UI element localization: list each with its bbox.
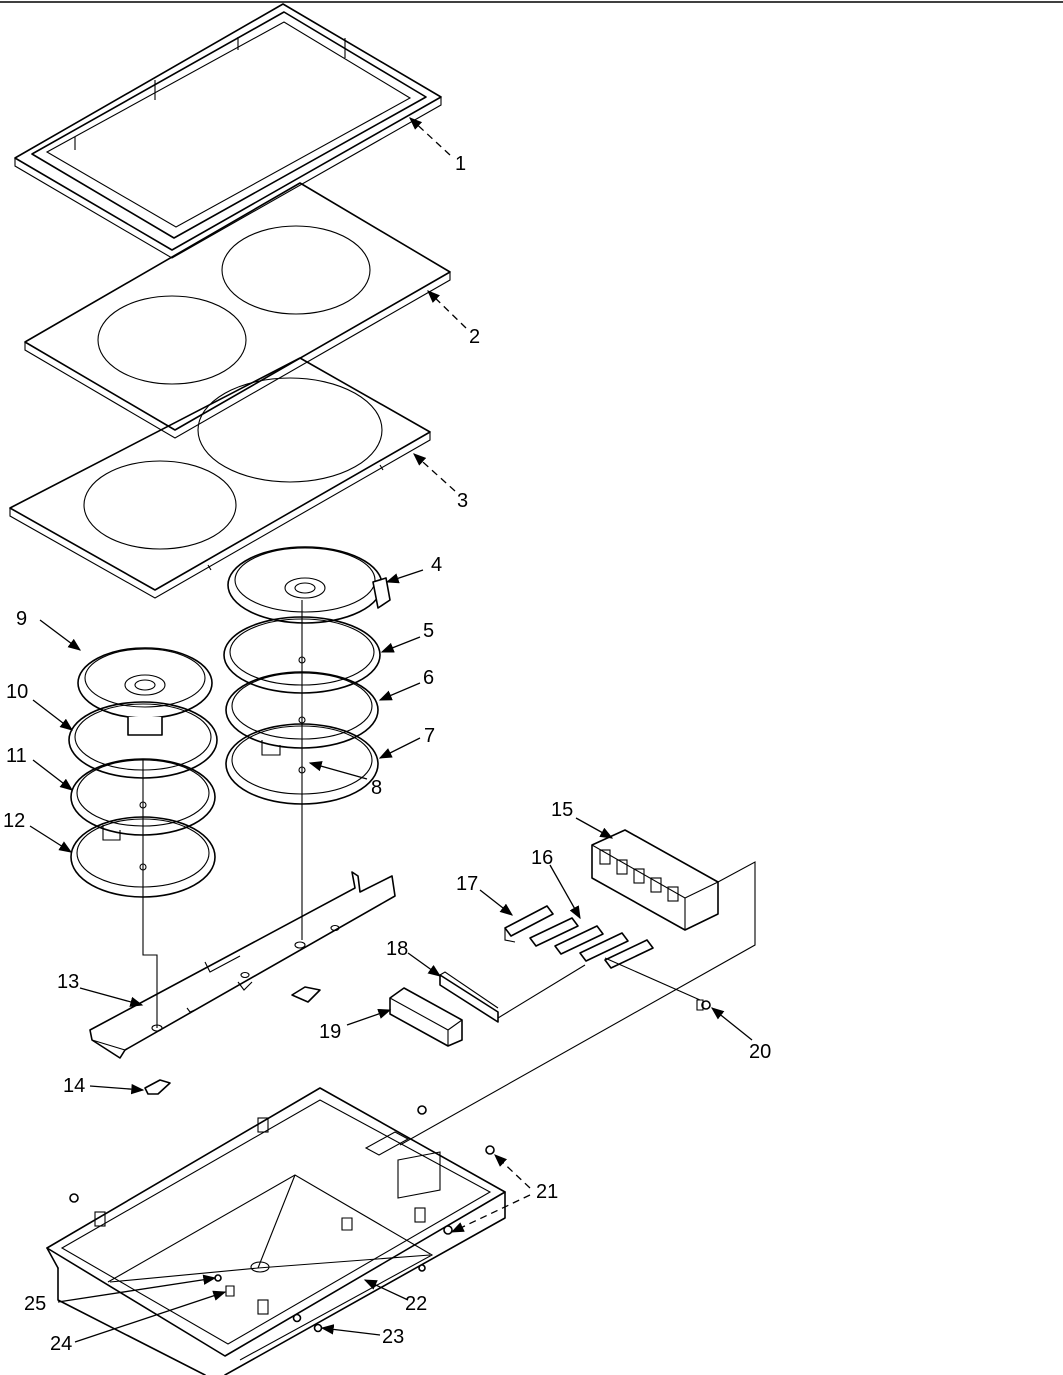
- callout-24: 24: [50, 1333, 72, 1355]
- callout-8: 8: [371, 777, 382, 799]
- part-1-trim-frame: [14, 3, 442, 259]
- part-2-glass-cooktop: [24, 182, 451, 439]
- part-14-clip: [144, 1079, 171, 1095]
- callout-6: 6: [423, 667, 434, 689]
- part-3-insulation-plate: [9, 357, 431, 599]
- callout-7: 7: [424, 725, 435, 747]
- callout-17: 17: [456, 873, 478, 895]
- part-9-left-burner-element: [77, 647, 213, 736]
- callout-11: 11: [6, 745, 27, 767]
- callout-16: 16: [531, 847, 553, 869]
- callout-2: 2: [469, 326, 480, 348]
- callout-21: 21: [536, 1181, 558, 1203]
- callout-13: 13: [57, 971, 79, 993]
- left-burner-centerline: [142, 760, 158, 1028]
- part-16-terminal-connectors: [529, 917, 654, 969]
- part-14-clip-b: [291, 986, 321, 1003]
- part-24-clip: [225, 1217, 353, 1297]
- part-25-screw: [214, 1264, 426, 1282]
- callout-20: 20: [749, 1041, 771, 1063]
- callout-9: 9: [16, 608, 27, 630]
- part-4-right-burner-element: [227, 546, 391, 624]
- callout-labels: 1 2 3 4 5 6 7 8 9 10 11 12 13 14 15 16 1…: [3, 153, 771, 1355]
- part-22-bottom-box: [46, 1087, 506, 1375]
- callout-1: 1: [455, 153, 466, 175]
- part-13-support-bracket: [89, 871, 396, 1059]
- callout-3: 3: [457, 490, 468, 512]
- assembly-lines: [399, 861, 756, 1146]
- callout-25: 25: [24, 1293, 46, 1315]
- callout-5: 5: [423, 620, 434, 642]
- callout-10: 10: [6, 681, 28, 703]
- part-19-bracket: [389, 987, 463, 1047]
- part-21-screws: [69, 1105, 495, 1235]
- callout-23: 23: [382, 1326, 404, 1348]
- callout-18: 18: [386, 938, 408, 960]
- part-15-terminal-block: [591, 829, 719, 931]
- callout-15: 15: [551, 799, 573, 821]
- part-20-screw: [696, 999, 711, 1011]
- callout-14: 14: [63, 1075, 85, 1097]
- callout-12: 12: [3, 810, 25, 832]
- part-18-bracket: [439, 971, 499, 1023]
- part-23-screw: [292, 1313, 323, 1333]
- callout-4: 4: [431, 554, 442, 576]
- part-17-terminal-connector: [504, 905, 554, 943]
- callout-19: 19: [319, 1021, 341, 1043]
- leader-lines: [29, 117, 753, 1343]
- callout-22: 22: [405, 1293, 427, 1315]
